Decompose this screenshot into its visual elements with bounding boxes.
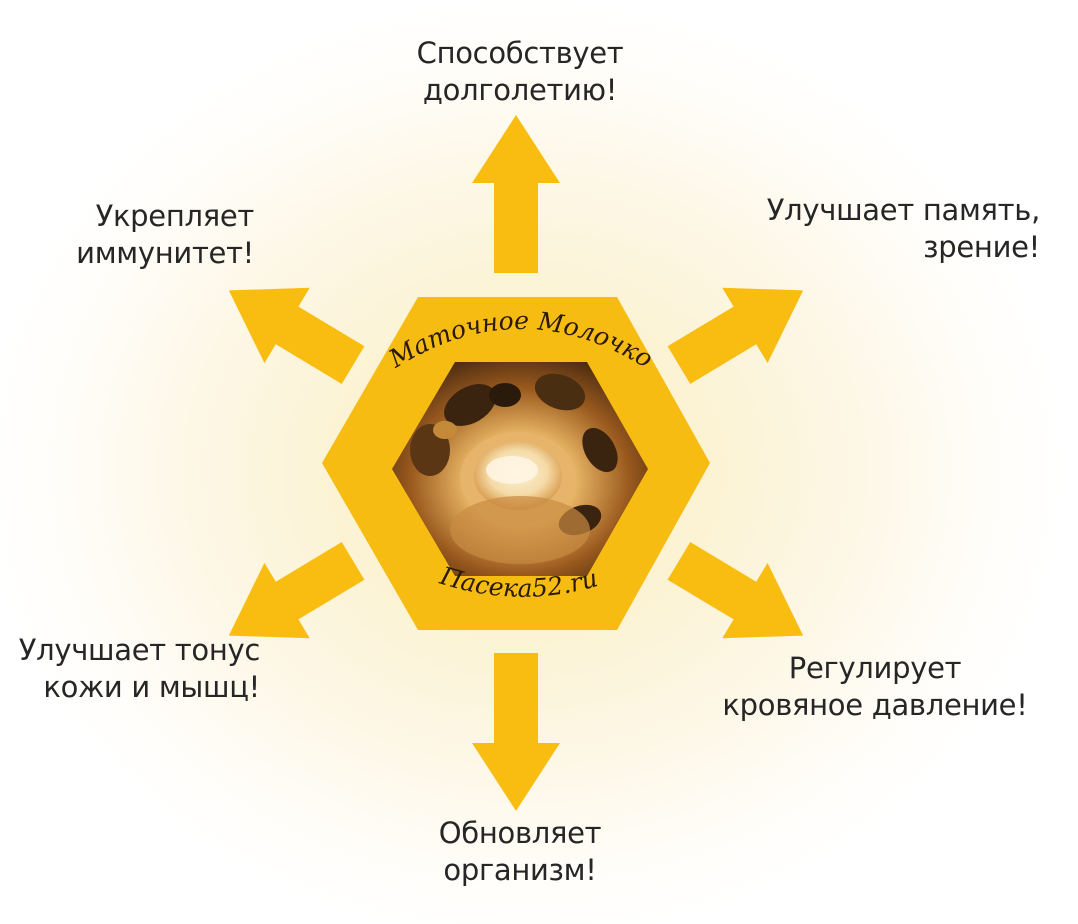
arrows-group xyxy=(228,115,804,811)
arrow-down-left xyxy=(228,542,365,639)
arrow-up-left xyxy=(228,287,365,384)
benefit-top-right-label: Улучшает память,зрение! xyxy=(766,193,1041,264)
arrow-down-right xyxy=(667,542,804,639)
bees-photo xyxy=(392,362,648,576)
arrow-up-right xyxy=(667,287,804,384)
arrow-down xyxy=(472,653,560,811)
arrow-up xyxy=(472,115,560,273)
